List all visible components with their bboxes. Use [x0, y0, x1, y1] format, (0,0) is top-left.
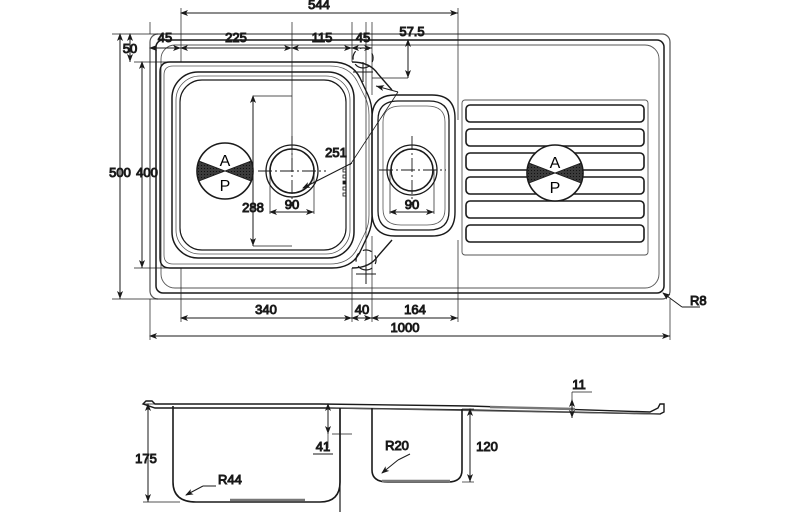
- dim-label-164: 164: [404, 302, 426, 317]
- dim-label-57-5: 57.5: [399, 24, 424, 39]
- dim-label-544: 544: [308, 0, 330, 12]
- dim-label-40: 40: [355, 302, 369, 317]
- dim-label-115: 115: [312, 30, 333, 45]
- section-dimensions: 175 R44 41 R20 120 11: [135, 377, 592, 503]
- dim-label-r8: R8: [690, 293, 707, 308]
- plan-view: A P A P 544 45 2: [109, 0, 707, 340]
- dim-label-90-left: 90: [285, 197, 299, 212]
- overflow-slot-marks: [342, 168, 347, 197]
- logo-wedge-left: [196, 160, 227, 182]
- logo-letter-top: A: [220, 153, 231, 170]
- logo-letter-top: A: [550, 155, 561, 172]
- dim-label-225: 225: [225, 30, 247, 45]
- logo-bowl: A P: [196, 142, 254, 200]
- overflow-mark: [342, 168, 347, 173]
- dim-label-340: 340: [255, 302, 277, 317]
- sink-outer-rim: [149, 33, 671, 300]
- dim-label-11: 11: [572, 377, 586, 392]
- overflow-mark: [342, 192, 347, 197]
- drainer-groove: [465, 104, 645, 123]
- logo-letter-bottom: P: [220, 178, 231, 195]
- dim-label-120: 120: [476, 439, 498, 454]
- dim-label-1000: 1000: [391, 320, 420, 335]
- dim-label-175: 175: [135, 451, 157, 466]
- dim-label-r20: R20: [385, 438, 409, 453]
- left-bowl: [159, 61, 373, 269]
- ledge-curve-bottom: [351, 239, 393, 269]
- ledge-transition-lines: [351, 61, 393, 269]
- plan-dimensions: 544 45 225 115 45 57.5 50 500 400: [109, 0, 707, 340]
- overflow-mark: [342, 186, 347, 191]
- left-bowl-base: [179, 79, 347, 251]
- leader-line-r20-tail: [397, 453, 411, 461]
- dim-label-251: 251: [325, 145, 347, 160]
- ledge-curve-top: [351, 61, 393, 91]
- dim-label-90-right: 90: [405, 197, 419, 212]
- leader-line-r20: [381, 459, 399, 474]
- left-bowl-outline-1: [159, 61, 373, 269]
- leader-line-251-tail: [349, 91, 399, 166]
- section-view: 175 R44 41 R20 120 11: [135, 377, 665, 512]
- section-rim-band: [489, 405, 576, 411]
- dim-label-50: 50: [123, 41, 137, 56]
- drainer-groove: [465, 224, 645, 243]
- right-bowl-inner: [377, 100, 450, 231]
- dim-label-500: 500: [109, 165, 131, 180]
- dim-label-400: 400: [136, 165, 158, 180]
- drainer-boundary: [461, 99, 649, 256]
- right-bowl: [371, 94, 456, 237]
- section-bowl1-profile: [172, 406, 341, 503]
- logo-wedge-right: [553, 162, 584, 184]
- leader-arrow-251: [375, 85, 399, 93]
- dim-label-45-right: 45: [356, 30, 370, 45]
- right-bowl-outer: [371, 94, 456, 237]
- overflow-mark: [342, 180, 347, 185]
- leader-line-r44: [185, 485, 204, 496]
- right-bowl-base: [382, 105, 446, 226]
- dim-label-41: 41: [316, 439, 330, 454]
- left-bowl-outline-2: [163, 65, 370, 265]
- logo-drainer: A P: [526, 144, 584, 202]
- logo-letter-bottom: P: [550, 180, 561, 197]
- left-bowl-top-edge: [171, 71, 355, 259]
- logo-wedge-left: [526, 162, 557, 184]
- dim-label-r44: R44: [218, 472, 242, 487]
- section-drainer-slope: [329, 407, 661, 415]
- dim-label-45-left: 45: [158, 30, 172, 45]
- leader-line-r8: [662, 292, 683, 308]
- dim-label-288: 288: [242, 200, 264, 215]
- overflow-mark: [342, 174, 347, 179]
- leader-line-251: [302, 162, 353, 189]
